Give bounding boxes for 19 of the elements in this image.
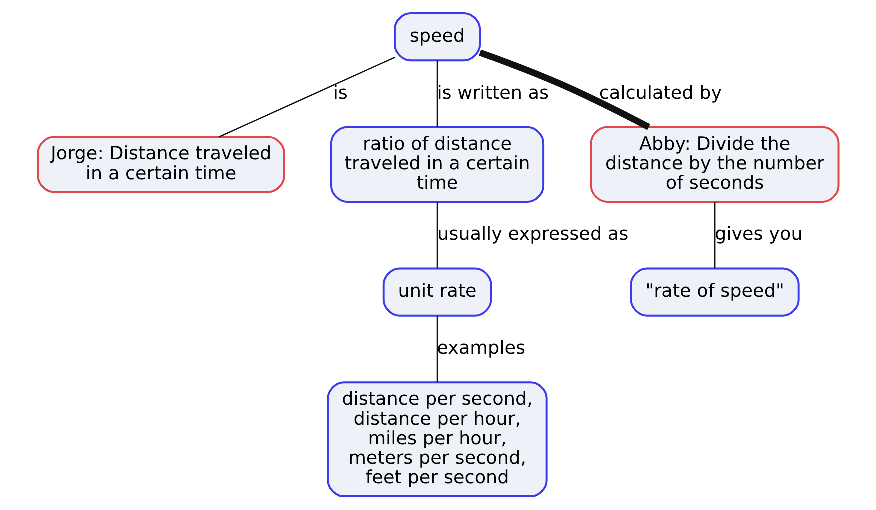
node-box: "rate of speed" [630,268,800,317]
node-box: distance per second, distance per hour, miles per hour, meters per second, feet per second [326,382,548,498]
edge-label: is [332,82,348,104]
connector [436,202,438,269]
connector [714,202,716,269]
connector [436,316,438,382]
node-box: unit rate [382,268,492,317]
edge-label: gives you [714,224,802,246]
node-box: ratio of distance traveled in a certain time [330,126,544,203]
connector [218,57,395,138]
edge-label: calculated by [598,82,722,104]
edge-label: examples [436,338,526,360]
node-box: Abby: Divide the distance by the number of seconds [590,126,840,203]
connector [478,50,650,130]
node-box: speed [393,12,481,62]
connector [436,60,438,127]
node-box: Jorge: Distance traveled in a certain time [36,136,285,194]
edge-label: is written as [436,82,549,104]
edge-label: usually expressed as [437,224,628,246]
